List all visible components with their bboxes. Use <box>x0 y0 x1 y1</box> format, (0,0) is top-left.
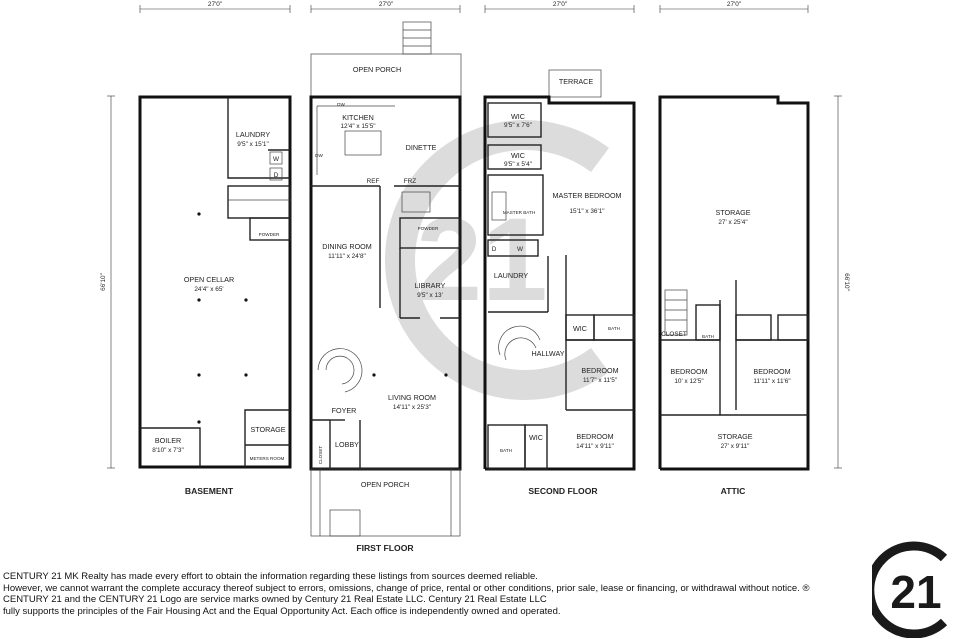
attic-storage1-size: 27' x 25'4" <box>718 219 747 226</box>
dim-attic-width: 27'0" <box>727 1 741 8</box>
second-bedroom2-size: 14'11" x 9'11" <box>576 443 614 450</box>
attic-storage2-name: STORAGE <box>717 432 752 441</box>
logo-21-text: 21 <box>890 566 941 618</box>
second-wic1-size: 9'5" x 7'6" <box>504 122 532 129</box>
basement-cellar-size: 24'4" x 65' <box>194 286 223 293</box>
second-master-name: MASTER BEDROOM <box>552 191 621 200</box>
second-hallway: HALLWAY <box>531 349 564 358</box>
first-dining-name: DINING ROOM <box>322 242 372 251</box>
attic-title: ATTIC <box>721 486 746 496</box>
attic-bedroom2-name: BEDROOM <box>753 367 790 376</box>
second-bedroom1-size: 11'7" x 11'5" <box>583 377 617 384</box>
watermark-text: 21 <box>416 194 547 326</box>
first-foyer: FOYER <box>332 406 357 415</box>
second-bedroom1-name: BEDROOM <box>581 366 618 375</box>
first-library-name: LIBRARY <box>415 281 446 290</box>
disclaimer-line-1: CENTURY 21 MK Realty has made every effo… <box>3 571 538 582</box>
second-washer: W <box>517 246 524 253</box>
second-wic2-size: 9'5" x 5'4" <box>504 161 532 168</box>
first-closet: CLOSET <box>318 446 323 465</box>
basement-boiler-name: BOILER <box>155 436 181 445</box>
attic-bedroom1-name: BEDROOM <box>670 367 707 376</box>
second-wic2-name: WIC <box>511 151 525 160</box>
century21-logo: 21 <box>872 541 948 638</box>
floor-plan: 21 27'0" 27'0" 27'0" 27'0" 66'10" 66'10" <box>100 1 850 553</box>
basement-meters: METERS ROOM <box>250 456 285 461</box>
first-ref: REF <box>367 178 380 185</box>
basement-storage: STORAGE <box>250 425 285 434</box>
disclaimer-text: CENTURY 21 MK Realty has made every effo… <box>3 571 809 617</box>
attic-storage2-size: 27' x 9'11" <box>721 443 750 450</box>
attic-plan: STORAGE 27' x 25'4" CLOSET BATH BEDROOM … <box>658 95 810 496</box>
second-master-bath: MASTER BATH <box>503 210 535 215</box>
first-kitchen-name: KITCHEN <box>342 113 374 122</box>
second-laundry: LAUNDRY <box>494 271 528 280</box>
first-dw-2: DW <box>315 153 323 158</box>
disclaimer-line-2: However, we cannot warrant the complete … <box>3 583 809 595</box>
dim-first-width: 27'0" <box>379 1 393 8</box>
attic-bath: BATH <box>702 334 714 339</box>
watermark-logo: 21 <box>385 120 609 400</box>
attic-closet: CLOSET <box>661 331 687 338</box>
first-lobby: LOBBY <box>335 440 359 449</box>
first-frz: FRZ <box>404 178 417 185</box>
second-wic1-name: WIC <box>511 112 525 121</box>
basement-dryer: D <box>274 172 279 179</box>
dim-basement-width: 27'0" <box>208 1 222 8</box>
basement-powder: POWDER <box>259 232 280 237</box>
first-floor-plan: OPEN PORCH KITCHEN 12'4" x 15'5" DW DW D… <box>309 21 462 553</box>
second-floor-title: SECOND FLOOR <box>528 486 598 496</box>
basement-cellar-name: OPEN CELLAR <box>184 275 234 284</box>
first-powder: POWDER <box>418 226 439 231</box>
basement-laundry-name: LAUNDRY <box>236 130 270 139</box>
attic-storage1-name: STORAGE <box>715 208 750 217</box>
disclaimer-line-2-text: However, we cannot warrant the complete … <box>3 582 800 594</box>
first-porch-bottom: OPEN PORCH <box>361 480 409 489</box>
first-living-name: LIVING ROOM <box>388 393 436 402</box>
second-bath-small: BATH <box>608 326 620 331</box>
second-floor-plan: TERRACE WIC 9'5" x 7'6" WIC 9'5" x 5'4" … <box>483 69 636 496</box>
second-dryer: D <box>492 246 497 253</box>
first-floor-title: FIRST FLOOR <box>356 543 414 553</box>
basement-boiler-size: 8'10" x 7'3" <box>152 447 184 454</box>
dimension-lines: 27'0" 27'0" 27'0" 27'0" 66'10" 66'10" <box>100 1 850 469</box>
first-living-size: 14'11" x 25'3" <box>393 404 431 411</box>
second-wic3: WIC <box>573 324 587 333</box>
second-bath2: BATH <box>500 448 512 453</box>
first-porch-top-1: OPEN PORCH <box>353 65 401 74</box>
dim-depth-left: 66'10" <box>100 273 107 291</box>
first-library-size: 9'5" x 13' <box>417 292 443 299</box>
basement-laundry-size: 9'5" x 15'1" <box>237 141 269 148</box>
first-dw-1: DW <box>337 102 345 107</box>
disclaimer-line-4: fully supports the principles of the Fai… <box>3 605 561 617</box>
second-master-size: 15'1" x 36'1" <box>569 208 604 215</box>
second-wic4: WIC <box>529 433 543 442</box>
first-kitchen-size: 12'4" x 15'5" <box>340 123 375 130</box>
basement-plan: LAUNDRY 9'5" x 15'1" W D POWDER OPEN CEL… <box>138 95 292 496</box>
dim-depth-right: 66'10" <box>843 273 850 291</box>
basement-title: BASEMENT <box>185 486 234 496</box>
attic-bedroom2-size: 11'11" x 11'6" <box>753 378 790 385</box>
dim-second-width: 27'0" <box>553 1 567 8</box>
registered-mark: ® <box>802 582 810 594</box>
attic-bedroom1-size: 10' x 12'5" <box>674 378 703 385</box>
disclaimer-line-3: CENTURY 21 and the CENTURY 21 Logo are s… <box>3 594 547 606</box>
first-dining-size: 11'11" x 24'8" <box>328 253 366 260</box>
first-dinette: DINETTE <box>406 143 437 152</box>
second-terrace: TERRACE <box>559 77 594 86</box>
second-bedroom2-name: BEDROOM <box>576 432 613 441</box>
basement-washer: W <box>273 156 280 163</box>
